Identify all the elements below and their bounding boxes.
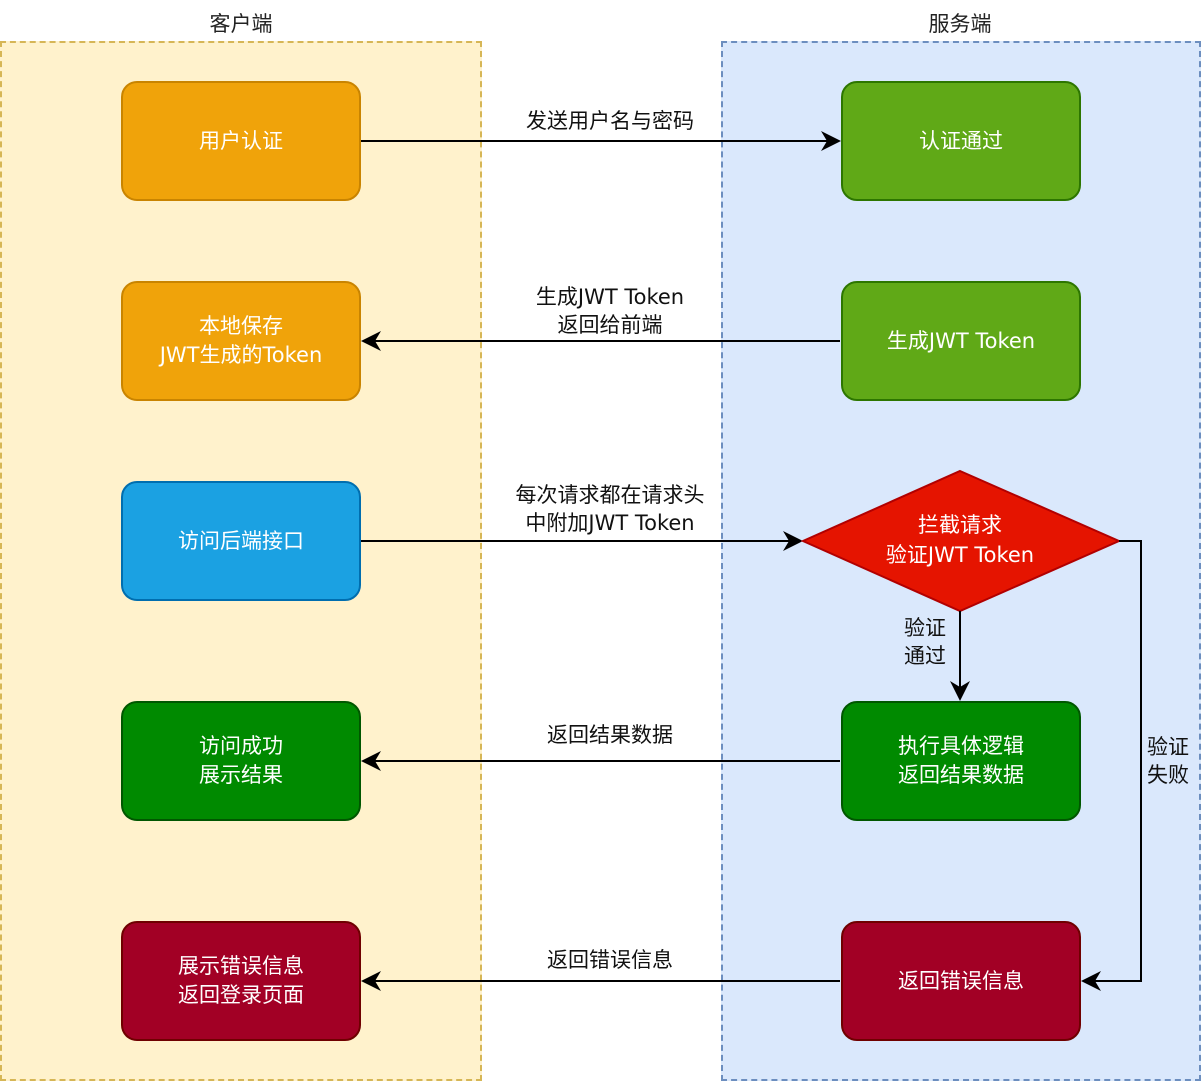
node-gen-token: 生成JWT Token	[841, 281, 1081, 401]
edge-label-verify-fail: 验证 失败	[1147, 735, 1189, 787]
client-lane-title: 客户端	[209, 12, 273, 36]
node-exec-logic: 执行具体逻辑 返回结果数据	[841, 701, 1081, 821]
edge-label-return-token: 生成JWT Token 返回给前端	[535, 285, 685, 337]
node-intercept-label: 拦截请求 验证JWT Token	[885, 513, 1035, 567]
edge-label-verify-pass: 验证 通过	[904, 616, 946, 668]
edge-label-attach-token: 每次请求都在请求头 中附加JWT Token	[515, 483, 705, 535]
node-access-success: 访问成功 展示结果	[121, 701, 361, 821]
node-auth-pass: 认证通过	[841, 81, 1081, 201]
node-access-api: 访问后端接口	[121, 481, 361, 601]
node-user-auth: 用户认证	[121, 81, 361, 201]
node-return-error: 返回错误信息	[841, 921, 1081, 1041]
node-show-error: 展示错误信息 返回登录页面	[121, 921, 361, 1041]
edge-label-send-credentials: 发送用户名与密码	[526, 109, 694, 133]
node-local-save: 本地保存 JWT生成的Token	[121, 281, 361, 401]
edge-verify-fail	[1081, 540, 1142, 991]
server-lane-title: 服务端	[928, 12, 992, 36]
edge-label-return-error: 返回错误信息	[547, 948, 673, 972]
edge-label-return-result: 返回结果数据	[547, 723, 673, 747]
